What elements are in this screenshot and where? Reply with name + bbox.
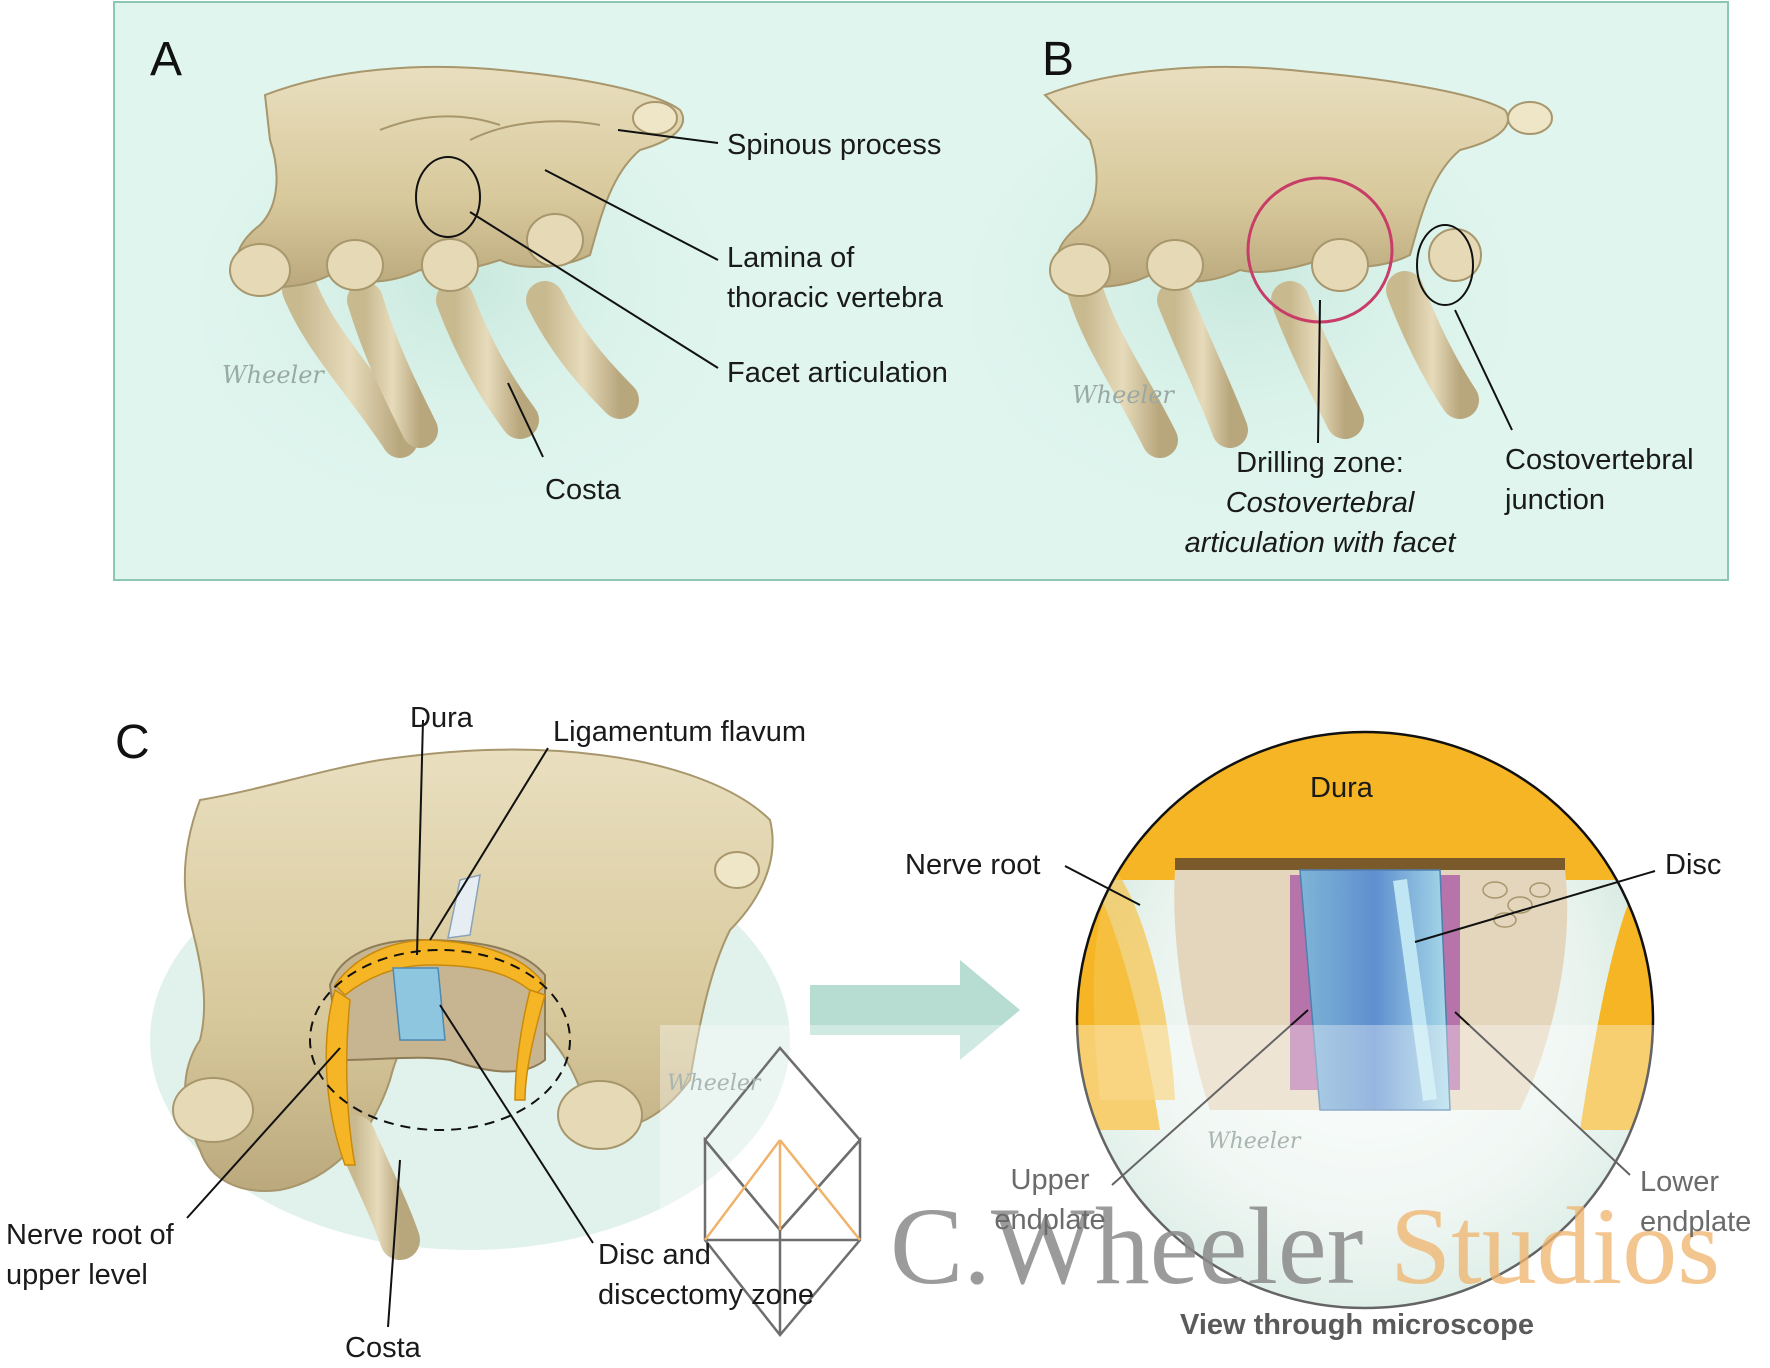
- label-ligamentum-flavum: Ligamentum flavum: [553, 716, 807, 748]
- panel-b-callouts: [1246, 176, 1513, 444]
- panel-a-vertebrae: [200, 65, 720, 510]
- label-lower-endplate: Lower endplate: [1640, 1166, 1752, 1238]
- arrow-to-microscope-view: [810, 960, 1020, 1060]
- label-upper-endplate: Upper endplate: [994, 1164, 1106, 1236]
- label-costa-c: Costa: [345, 1332, 421, 1364]
- signature: Wheeler: [1072, 381, 1175, 409]
- label-disc: Disc: [1665, 849, 1722, 881]
- label-costovertebral-junction: Costovertebral junction: [1505, 444, 1694, 516]
- signature: Wheeler: [1207, 1129, 1302, 1154]
- leader-costa-c: [387, 1159, 401, 1328]
- label-nerve-root: Nerve root: [905, 849, 1041, 881]
- panel-a-callouts: [415, 129, 719, 458]
- artist-signatures: Wheeler Wheeler Wheeler Wheeler: [222, 361, 1302, 1154]
- label-dura-c: Dura: [410, 702, 473, 734]
- panel-c-anatomy: [150, 748, 790, 1260]
- signature: Wheeler: [667, 1071, 762, 1096]
- leader-costa-a: [507, 382, 544, 458]
- watermark-text-2: Studios: [1390, 1185, 1720, 1307]
- leader-disc: [1414, 870, 1656, 943]
- panel-letter-c: C: [115, 716, 150, 769]
- watermark-text-1: C.Wheeler: [890, 1185, 1363, 1307]
- leader-spinous-process: [617, 129, 719, 144]
- panel-letter-b: B: [1042, 33, 1075, 86]
- leader-costovertebral: [1454, 309, 1513, 431]
- leader-ligamentum: [429, 747, 549, 941]
- leader-drilling-zone: [1317, 299, 1321, 444]
- leader-disc-discectomy: [439, 1004, 594, 1244]
- leader-upper-endplate: [1111, 1009, 1309, 1186]
- caption-view-through-microscope: View through microscope: [1180, 1309, 1534, 1341]
- label-drilling-zone-detail: Costovertebral articulation with facet: [1184, 487, 1456, 559]
- leader-lower-endplate: [1454, 1011, 1631, 1176]
- watermark: [660, 1025, 1770, 1337]
- discectomy-zone-dashed: [309, 949, 571, 1131]
- leader-nerve-root: [1064, 865, 1141, 906]
- leader-facet: [469, 211, 719, 369]
- facet-circle: [415, 156, 481, 238]
- label-costa-a: Costa: [545, 474, 621, 506]
- label-facet-articulation: Facet articulation: [727, 357, 948, 389]
- label-nerve-root-upper: Nerve root of upper level: [6, 1219, 174, 1291]
- label-dura-view: Dura: [1310, 772, 1373, 804]
- label-disc-discectomy: Disc and discectomy zone: [598, 1239, 814, 1311]
- label-drilling-zone: Drilling zone:: [1236, 447, 1404, 479]
- leader-lamina: [544, 169, 719, 261]
- label-spinous-process: Spinous process: [727, 129, 942, 161]
- leader-nerve-root-upper: [186, 1047, 341, 1219]
- signature: Wheeler: [222, 361, 325, 389]
- panel-letter-a: A: [150, 33, 183, 86]
- label-lamina: Lamina of thoracic vertebra: [727, 242, 943, 314]
- leader-dura-c: [416, 719, 424, 956]
- panel-c-callouts: [186, 719, 594, 1328]
- panel-b-vertebrae: [970, 65, 1553, 510]
- costovertebral-circle: [1416, 224, 1474, 306]
- microscope-callouts: [1064, 865, 1656, 1186]
